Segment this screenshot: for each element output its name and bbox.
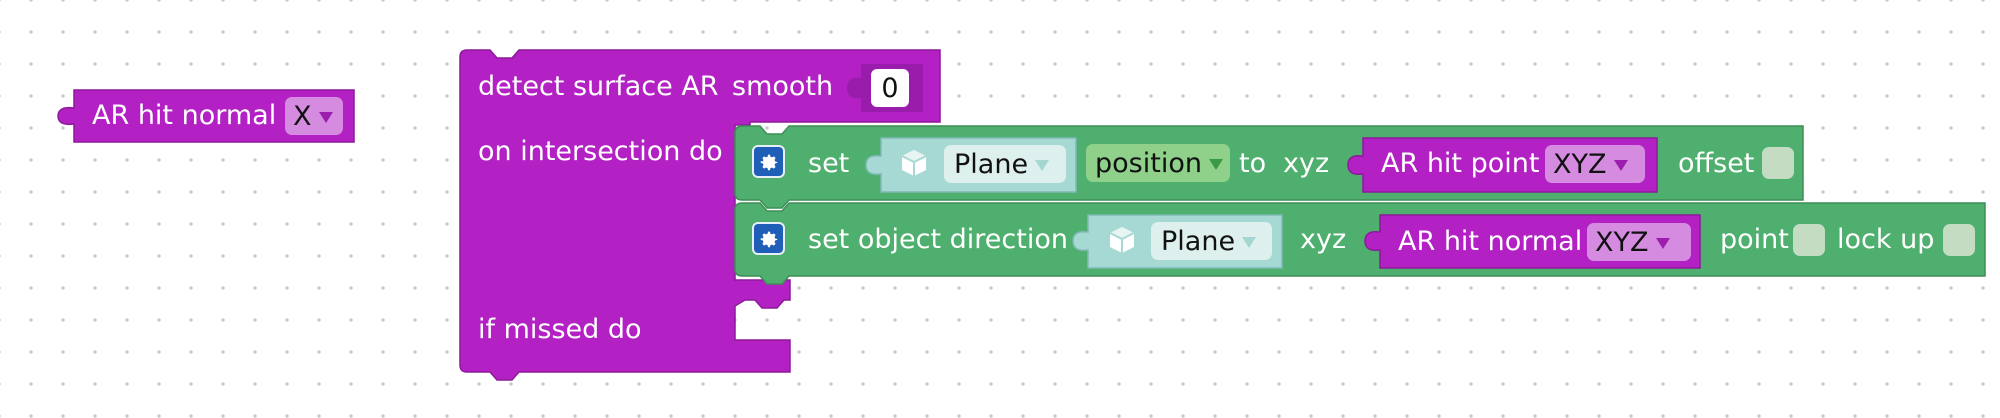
chevron-down-icon: [318, 112, 333, 123]
property-dropdown-value: position: [1095, 147, 1202, 179]
detect-surface-block-shape[interactable]: [459, 49, 941, 381]
chevron-down-icon: [1655, 238, 1670, 249]
hit-point-dropdown[interactable]: XYZ: [1545, 145, 1645, 183]
to-label: to: [1239, 148, 1267, 179]
set-direction-label: set object direction: [808, 224, 1068, 255]
object-dropdown-1-value: Plane: [954, 148, 1029, 180]
property-dropdown[interactable]: position: [1086, 144, 1230, 182]
cube-icon: [898, 147, 938, 183]
settings-gear-icon[interactable]: [752, 145, 785, 178]
offset-checkbox[interactable]: [1762, 147, 1794, 179]
hit-normal-dropdown[interactable]: XYZ: [1587, 223, 1691, 261]
smooth-label: smooth: [732, 71, 834, 102]
point-checkbox[interactable]: [1793, 224, 1825, 256]
object-dropdown-2-value: Plane: [1161, 225, 1236, 257]
smooth-value: 0: [881, 72, 899, 104]
ar-hit-normal-xyz-label: AR hit normal: [1398, 226, 1583, 257]
on-intersection-label: on intersection do: [478, 136, 723, 167]
chevron-down-icon: [1035, 160, 1050, 171]
hit-point-dropdown-value: XYZ: [1553, 148, 1607, 180]
hit-normal-dropdown-value: XYZ: [1595, 226, 1649, 258]
settings-gear-icon[interactable]: [752, 222, 785, 255]
xyz-label-1: xyz: [1283, 148, 1330, 179]
ar-hit-point-label: AR hit point: [1381, 148, 1540, 179]
chevron-down-icon: [1242, 237, 1257, 248]
lock-up-label: lock up: [1837, 224, 1935, 255]
axis-dropdown[interactable]: X: [285, 97, 343, 135]
smooth-number-field[interactable]: 0: [871, 69, 909, 107]
if-missed-label: if missed do: [478, 314, 642, 345]
chevron-down-icon: [1613, 160, 1628, 171]
detect-surface-label: detect surface AR: [478, 71, 719, 102]
object-dropdown-2[interactable]: Plane: [1151, 222, 1272, 260]
lock-up-checkbox[interactable]: [1943, 224, 1975, 256]
xyz-label-2: xyz: [1300, 224, 1347, 255]
object-dropdown-1[interactable]: Plane: [944, 145, 1066, 183]
point-label: point: [1720, 224, 1789, 255]
set-label: set: [808, 148, 850, 179]
offset-label: offset: [1678, 148, 1755, 179]
chevron-down-icon: [1208, 159, 1223, 170]
axis-dropdown-value: X: [293, 100, 312, 132]
cube-icon: [1106, 224, 1146, 260]
ar-hit-normal-label: AR hit normal: [92, 100, 277, 131]
ar-hit-normal-block-shape[interactable]: [57, 89, 355, 143]
